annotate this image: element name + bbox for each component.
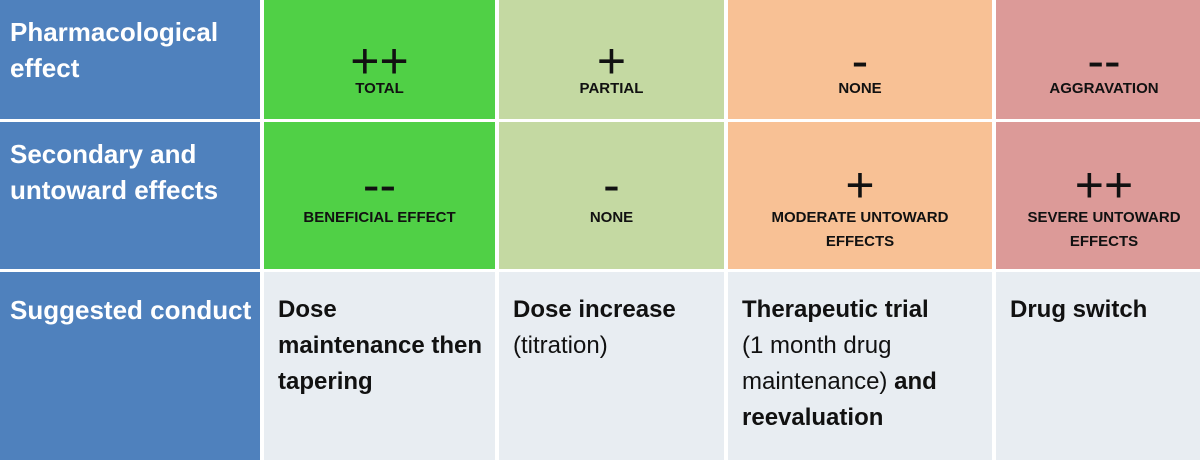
conduct-text-continued: and reevaluation <box>742 368 937 431</box>
effect-symbol: - <box>851 33 869 89</box>
effect-symbol: ++ <box>1074 157 1134 213</box>
conduct-note: (1 month drug maintenance) <box>742 332 892 395</box>
effect-symbol: -- <box>362 157 397 213</box>
row-header-label: Secondary and untoward effects <box>10 139 219 205</box>
effect-symbol: + <box>596 33 627 89</box>
cell-conduct-dose-increase: Dose increase (titration) <box>499 272 724 460</box>
row-header-secondary-effects: Secondary and untoward effects <box>0 122 260 269</box>
cell-pharmacological-total: ++ TOTAL <box>264 0 495 119</box>
conduct-text: Therapeutic trial <box>742 296 929 323</box>
effect-label: AGGRAVATION <box>1049 80 1159 97</box>
effect-symbol: ++ <box>350 33 409 89</box>
cell-secondary-moderate: + MODERATE UNTOWARD EFFECTS <box>728 122 992 269</box>
cell-conduct-dose-maintenance: Dose maintenance then tapering <box>264 272 495 460</box>
effect-label: NONE <box>589 209 634 226</box>
row-header-pharmacological-effect: Pharmacological effect <box>0 0 260 119</box>
row-header-suggested-conduct: Suggested conduct <box>0 272 260 460</box>
effect-symbol: -- <box>1087 33 1121 89</box>
cell-conduct-drug-switch: Drug switch <box>996 272 1200 460</box>
conduct-text: Dose increase <box>513 296 676 323</box>
row-header-label: Suggested conduct <box>10 295 252 325</box>
effect-symbol: - <box>603 157 620 213</box>
cell-pharmacological-none: - NONE <box>728 0 992 119</box>
cell-conduct-therapeutic-trial: Therapeutic trial (1 month drug maintena… <box>728 272 992 460</box>
conduct-note: (titration) <box>513 332 608 359</box>
effect-label: NONE <box>838 80 882 97</box>
cell-secondary-none: - NONE <box>499 122 724 269</box>
effect-label: PARTIAL <box>579 80 644 97</box>
effect-symbol: + <box>845 157 875 213</box>
cell-pharmacological-partial: + PARTIAL <box>499 0 724 119</box>
cell-pharmacological-aggravation: -- AGGRAVATION <box>996 0 1200 119</box>
effect-label: TOTAL <box>355 80 404 97</box>
cell-secondary-severe: ++ SEVERE UNTOWARD EFFECTS <box>996 122 1200 269</box>
conduct-text: Drug switch <box>1010 296 1148 323</box>
effect-label: BENEFICIAL EFFECT <box>303 209 456 226</box>
effect-label: SEVERE UNTOWARD EFFECTS <box>1027 209 1181 250</box>
conduct-text: Dose maintenance then tapering <box>278 296 483 395</box>
cell-secondary-beneficial: -- BENEFICIAL EFFECT <box>264 122 495 269</box>
effect-label: MODERATE UNTOWARD EFFECTS <box>771 209 949 250</box>
row-header-label: Pharmacological effect <box>10 17 219 83</box>
